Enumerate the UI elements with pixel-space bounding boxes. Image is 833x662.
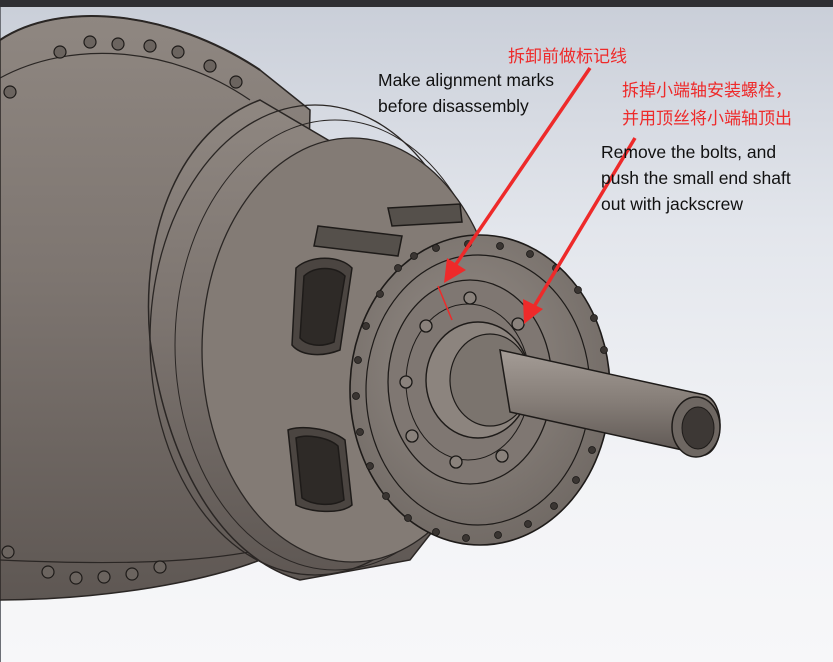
window-top-bar (0, 0, 833, 7)
alignment-mark-arrow (450, 67, 592, 271)
rear-flange-bolts (1, 35, 243, 585)
alignment-mark-note-zh: 拆卸前做标记线 (508, 47, 627, 66)
bolt-removal-note-en-line2: push the small end shaft (601, 168, 791, 188)
alignment-mark-note-en-line2: before disassembly (378, 96, 529, 116)
small-end-shaft (425, 321, 721, 458)
alignment-mark-note-en-line1: Make alignment marks (378, 70, 555, 90)
bolt-removal-note-zh-line2: 并用顶丝将小端轴顶出 (622, 109, 792, 128)
housing-vents (287, 203, 463, 513)
annotation-arrows (444, 67, 637, 324)
alignment-mark (437, 285, 453, 321)
bolt-removal-note-zh-line1: 拆掉小端轴安装螺栓， (622, 81, 792, 100)
alignment-mark-arrowhead (444, 258, 466, 283)
small-end-mounting-bolts (399, 291, 525, 469)
bolt-arrowhead (523, 299, 543, 324)
bolt-arrow (530, 137, 637, 311)
bolt-removal-note-en-line1: Remove the bolts, and (601, 142, 777, 162)
bolt-removal-note-en-line3: out with jackscrew (601, 194, 743, 214)
